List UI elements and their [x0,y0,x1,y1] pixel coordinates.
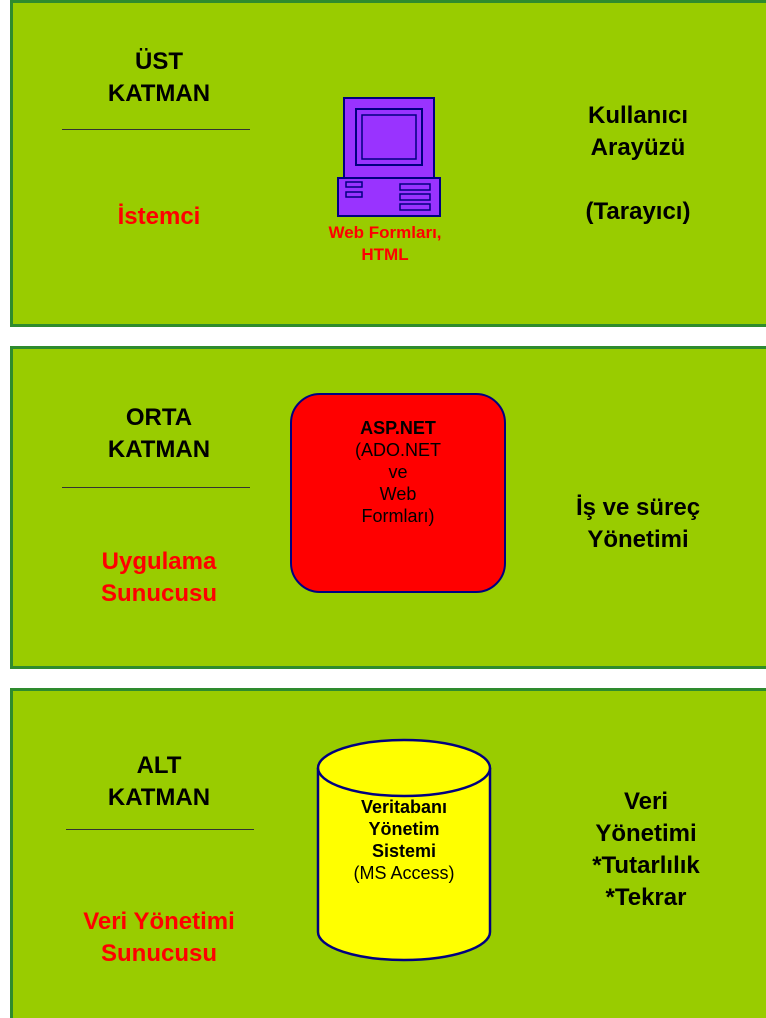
database-cylinder-top [316,738,492,798]
top-role-label: İstemci [117,203,201,230]
aspnet-box-line4: Formları) [361,506,435,526]
middle-role-line1: Uygulama [101,548,217,575]
bottom-layer-title: ALT KATMAN [84,750,234,814]
middle-description: İş ve süreç Yönetimi [548,492,728,556]
middle-layer-title-line2: KATMAN [107,436,211,463]
top-desc-line2: Arayüzü [590,134,686,161]
computer-screen [355,108,423,166]
top-icon-caption-line2: HTML [361,245,409,264]
middle-divider [62,487,250,488]
middle-desc-line2: Yönetimi [587,526,689,553]
bottom-layer-title-line1: ALT [136,752,182,779]
computer-icon [337,97,441,217]
top-desc-line1: Kullanıcı [587,102,689,129]
database-label: Veritabanı Yönetim Sistemi (MS Access) [318,796,490,884]
bottom-role-label: Veri Yönetimi Sunucusu [54,906,264,970]
database-cylinder-icon [316,738,492,962]
aspnet-box-line2: ve [388,462,408,482]
top-layer-title-line2: KATMAN [107,80,211,107]
bottom-desc-line3: *Tutarlılık [592,852,700,879]
database-label-line4: (MS Access) [353,863,455,883]
database-label-line1: Veritabanı [360,797,448,817]
middle-role-label: Uygulama Sunucusu [74,546,244,610]
top-layer-title: ÜST KATMAN [84,46,234,110]
middle-role-line2: Sunucusu [100,580,217,607]
bottom-layer-title-line2: KATMAN [107,784,211,811]
aspnet-box-text: ASP.NET (ADO.NET ve Web Formları) [292,417,504,527]
aspnet-box-title: ASP.NET [360,418,436,438]
middle-layer-title: ORTA KATMAN [84,402,234,466]
top-icon-caption: Web Formları, HTML [300,222,470,266]
database-label-line3: Sistemi [371,841,437,861]
top-icon-caption-line1: Web Formları, [328,223,442,242]
database-cylinder-body [316,768,492,962]
bottom-desc-line4: *Tekrar [605,884,687,911]
aspnet-box-line1: (ADO.NET [354,440,441,460]
top-layer-title-line1: ÜST [135,48,183,75]
middle-layer-title-line1: ORTA [125,404,193,431]
database-label-line2: Yönetim [368,819,440,839]
bottom-desc-line1: Veri [623,788,669,815]
bottom-role-line1: Veri Yönetimi [83,908,235,935]
top-description: Kullanıcı Arayüzü (Tarayıcı) [548,100,728,228]
bottom-description: Veri Yönetimi *Tutarlılık *Tekrar [556,786,736,914]
top-desc-line3: (Tarayıcı) [585,198,691,225]
top-divider [62,129,250,130]
bottom-desc-line2: Yönetimi [595,820,697,847]
bottom-role-line2: Sunucusu [100,940,217,967]
bottom-divider [66,829,254,830]
aspnet-box: ASP.NET (ADO.NET ve Web Formları) [290,393,506,593]
aspnet-box-line3: Web [379,484,417,504]
middle-desc-line1: İş ve süreç [575,494,701,521]
